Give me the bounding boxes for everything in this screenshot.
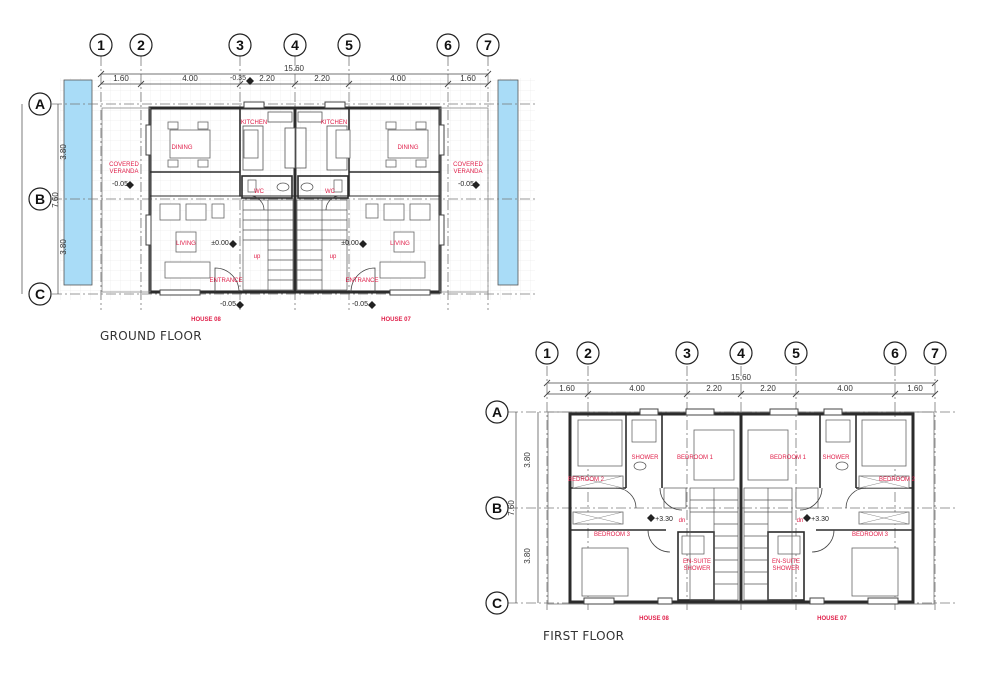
- ff-house-08: HOUSE 08: [639, 616, 669, 622]
- ff-shower-right: SHOWER: [823, 455, 851, 461]
- ff-dim-4: 2.20: [760, 384, 776, 393]
- gf-grid-3: 3: [236, 37, 244, 53]
- gf-side-dim-3: 3.80: [59, 239, 68, 255]
- gf-dim-6: 1.60: [460, 74, 476, 83]
- ff-dim-1: 1.60: [559, 384, 575, 393]
- ground-floor-plan: 1 2 3 4 5 6 7 A B C 15.60 1.60 4.00 2.20…: [21, 33, 535, 323]
- gf-level-veranda-left: -0.05: [112, 181, 128, 188]
- ff-house-07: HOUSE 07: [817, 616, 847, 622]
- gf-kitchen-right: KITCHEN: [321, 120, 347, 126]
- gf-grid-4: 4: [291, 37, 299, 53]
- gf-level-veranda-right: -0.05: [458, 181, 474, 188]
- gf-grid-2: 2: [137, 37, 145, 53]
- gf-grid-7: 7: [484, 37, 492, 53]
- ff-grid-3: 3: [683, 345, 691, 361]
- gf-veranda-left-1: COVERED: [109, 162, 139, 168]
- gf-dim-3: 2.20: [259, 74, 275, 83]
- gf-dining-left: DINING: [172, 145, 193, 151]
- gf-living-left: LIVING: [176, 241, 196, 247]
- ff-level-right: +3.30: [811, 516, 829, 523]
- gf-side-dim-1: 3.80: [59, 144, 68, 160]
- gf-level-living-right: ±0.00: [341, 240, 359, 247]
- gf-entrance-right: ENTRANCE: [345, 278, 378, 284]
- gf-grid-c: C: [35, 286, 45, 302]
- pool-left: [63, 79, 93, 286]
- ff-dim-5: 4.00: [837, 384, 853, 393]
- gf-level-entrance-right: -0.05: [352, 301, 368, 308]
- gf-overall-dim: 15.60: [284, 64, 305, 73]
- gf-veranda-left-2: VERANDA: [109, 169, 138, 175]
- ff-level-left: +3.30: [655, 516, 673, 523]
- ff-grid-4: 4: [737, 345, 745, 361]
- gf-dining-right: DINING: [398, 145, 419, 151]
- ff-ensuite-right-1: EN-SUITE: [772, 559, 800, 565]
- gf-up-left: up: [254, 254, 261, 260]
- ff-side-dim-1: 3.80: [523, 452, 532, 468]
- ff-grid-6: 6: [891, 345, 899, 361]
- ff-bedroom1-right: BEDROOM 1: [770, 455, 807, 461]
- ff-bedroom2-left: BEDROOM 2: [568, 477, 605, 483]
- gf-grid-5: 5: [345, 37, 353, 53]
- ff-dim-6: 1.60: [907, 384, 923, 393]
- first-floor-title: FIRST FLOOR: [543, 629, 625, 643]
- gf-grid-1: 1: [97, 37, 105, 53]
- gf-dim-2: 4.00: [182, 74, 198, 83]
- ff-bedroom1-left: BEDROOM 1: [677, 455, 714, 461]
- gf-veranda-right-2: VERANDA: [453, 169, 482, 175]
- ff-ensuite-left-1: EN-SUITE: [683, 559, 711, 565]
- gf-wc-right: WC: [325, 189, 336, 195]
- gf-offset-dim: -0.35: [230, 75, 246, 82]
- ff-bedroom2-right: BEDROOM 2: [879, 477, 916, 483]
- gf-veranda-right-1: COVERED: [453, 162, 483, 168]
- gf-grid-b: B: [35, 191, 45, 207]
- gf-level-living-left: ±0.00: [211, 240, 229, 247]
- ff-dn-left: dn: [679, 518, 686, 524]
- ff-side-dim-3: 3.80: [523, 548, 532, 564]
- gf-living-right: LIVING: [390, 241, 410, 247]
- gf-dim-1: 1.60: [113, 74, 129, 83]
- ff-grid-5: 5: [792, 345, 800, 361]
- ff-bedroom3-right: BEDROOM 3: [852, 532, 889, 538]
- gf-up-right: up: [330, 254, 337, 260]
- ff-grid-1: 1: [543, 345, 551, 361]
- gf-level-entrance-left: -0.05: [220, 301, 236, 308]
- ff-grid-a: A: [492, 404, 502, 420]
- ff-side-dim-2: 7.60: [507, 500, 516, 516]
- gf-dim-4: 2.20: [314, 74, 330, 83]
- ff-shower-left: SHOWER: [632, 455, 660, 461]
- gf-house-07: HOUSE 07: [381, 317, 411, 323]
- gf-dim-5: 4.00: [390, 74, 406, 83]
- ff-grid-7: 7: [931, 345, 939, 361]
- gf-side-dim-2: 7.60: [51, 192, 60, 208]
- pool-right: [497, 79, 519, 286]
- ff-grid-c: C: [492, 595, 502, 611]
- ff-overall-dim: 15.60: [731, 373, 752, 382]
- ff-dn-right: dn: [797, 518, 804, 524]
- ff-ensuite-right-2: SHOWER: [773, 566, 801, 572]
- gf-grid-6: 6: [444, 37, 452, 53]
- gf-house-08: HOUSE 08: [191, 317, 221, 323]
- gf-grid-a: A: [35, 96, 45, 112]
- ff-dim-3: 2.20: [706, 384, 722, 393]
- ff-grid-b: B: [492, 500, 502, 516]
- ground-floor-title: GROUND FLOOR: [100, 329, 202, 343]
- gf-kitchen-left: KITCHEN: [241, 120, 267, 126]
- gf-wc-left: WC: [254, 189, 265, 195]
- ff-grid-2: 2: [584, 345, 592, 361]
- ff-dim-2: 4.00: [629, 384, 645, 393]
- ff-bedroom3-left: BEDROOM 3: [594, 532, 631, 538]
- first-floor-plan: 1 2 3 4 5 6 7 A B C 15.60 1.60 4.00 2.20…: [485, 341, 955, 622]
- gf-entrance-left: ENTRANCE: [209, 278, 242, 284]
- ff-ensuite-left-2: SHOWER: [684, 566, 712, 572]
